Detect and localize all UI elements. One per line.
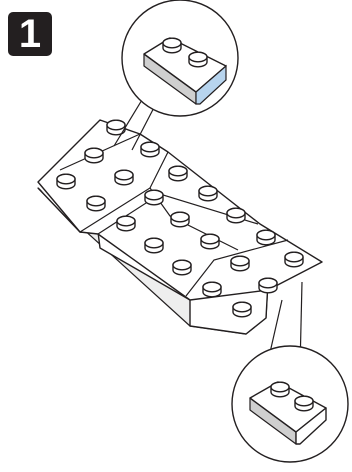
lego-stud-icon — [230, 255, 250, 272]
brick-highlight-face — [195, 64, 227, 105]
lego-brick-icon — [143, 37, 227, 105]
lego-stud-icon — [140, 141, 160, 158]
brick-end-face — [295, 407, 327, 445]
brick-seam — [185, 239, 289, 297]
lego-stud-icon — [258, 277, 278, 294]
lego-stud-icon — [114, 169, 134, 186]
lego-stud-icon — [200, 233, 220, 250]
lego-stud-icon — [116, 215, 136, 232]
lego-stud-icon — [294, 395, 314, 412]
lego-stud-icon — [226, 207, 246, 224]
lego-stud-icon — [256, 229, 276, 246]
step-number-badge: 1 — [8, 12, 52, 56]
lego-stud-icon — [144, 237, 164, 254]
lego-stud-icon — [168, 165, 188, 182]
lego-stud-icon — [172, 259, 192, 276]
lego-stud-icon — [284, 251, 304, 268]
lego-stud-icon — [188, 51, 208, 68]
callout-top — [113, 0, 239, 151]
lego-stud-icon — [202, 281, 222, 298]
lego-stud-icon — [56, 173, 76, 190]
brick-assembly — [37, 119, 323, 335]
callout-bottom — [231, 281, 349, 463]
lego-brick-icon — [249, 381, 327, 445]
lego-stud-icon — [162, 37, 182, 54]
lego-stud-icon — [86, 195, 106, 212]
lego-stud-icon — [84, 147, 104, 164]
lego-stud-icon — [170, 211, 190, 228]
lego-stud-icon — [232, 301, 252, 318]
lego-stud-icon — [144, 189, 164, 206]
lego-stud-icon — [270, 381, 290, 398]
assembly-top-face — [37, 119, 323, 301]
lego-stud-icon — [198, 185, 218, 202]
